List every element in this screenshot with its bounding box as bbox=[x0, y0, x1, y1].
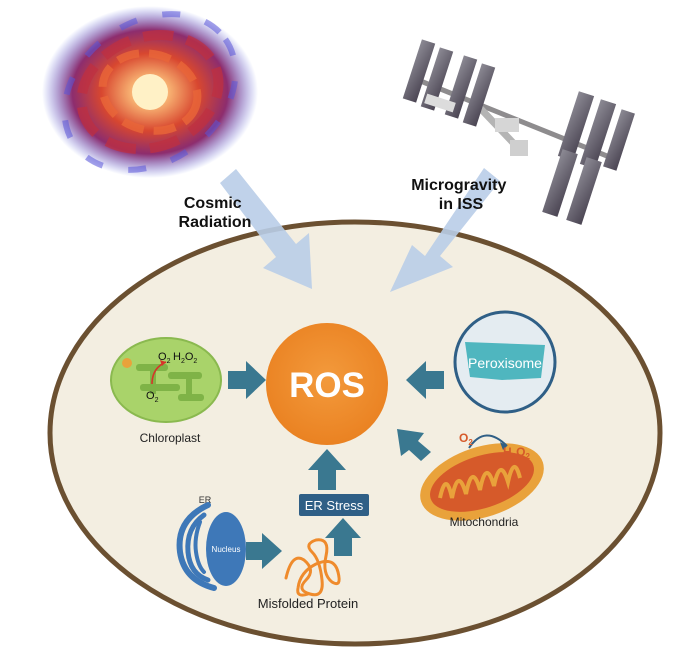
cosmic-line2: Radiation bbox=[179, 214, 252, 231]
mitochondria-label: Mitochondria bbox=[450, 515, 519, 529]
chloroplast-label: Chloroplast bbox=[140, 431, 201, 445]
galaxy-image bbox=[34, 0, 265, 202]
micro-line1: Microgravity bbox=[411, 177, 506, 194]
cosmic-line1: Cosmic bbox=[184, 195, 242, 212]
peroxisome-label: Peroxisome bbox=[468, 355, 542, 371]
space-station-image bbox=[403, 39, 635, 225]
sun-icon bbox=[122, 358, 132, 368]
er-stress-label: ER Stress bbox=[305, 498, 364, 513]
er-label: ER bbox=[199, 495, 212, 505]
micro-line2: in ISS bbox=[439, 196, 484, 213]
ros-label: ROS bbox=[289, 366, 365, 405]
misfolded-protein-label: Misfolded Protein bbox=[258, 596, 358, 611]
nucleus-label: Nucleus bbox=[212, 545, 241, 554]
microgravity-label: Microgravity in ISS bbox=[411, 177, 511, 213]
cosmic-radiation-label: Cosmic Radiation bbox=[179, 195, 252, 231]
chloroplast: O2 H2O2 O2 bbox=[111, 338, 221, 422]
